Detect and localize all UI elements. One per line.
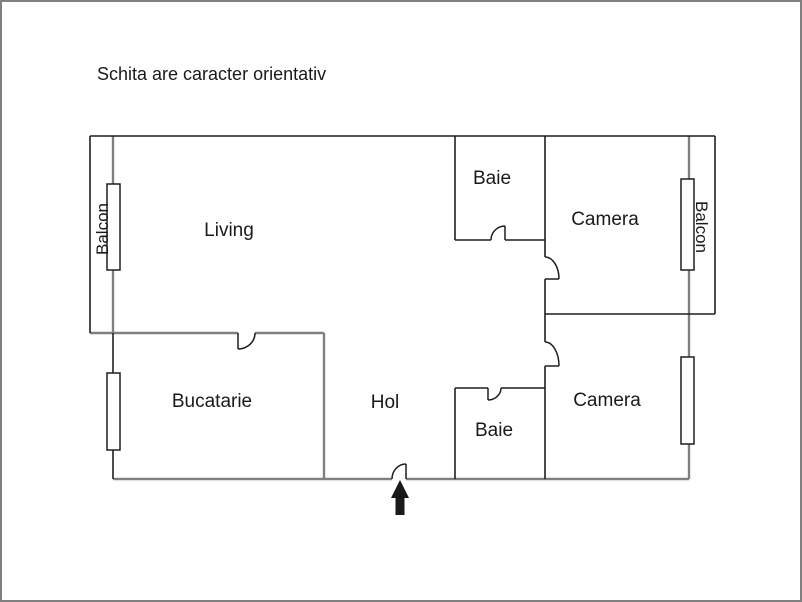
plan-disclaimer-title: Schita are caracter orientativ <box>97 64 326 84</box>
walls-gray <box>90 136 691 481</box>
room-label-camera-top: Camera <box>571 209 639 230</box>
door-camera-bottom <box>544 341 560 367</box>
door-baie-bottom <box>487 387 502 401</box>
door-bucatarie <box>237 332 256 350</box>
room-label-baie-bottom: Baie <box>475 420 513 441</box>
room-labels: Living Bucatarie Hol Baie Baie Camera Ca… <box>93 168 711 441</box>
window-bucatarie <box>106 372 121 451</box>
room-label-camera-bottom: Camera <box>573 390 641 411</box>
room-label-baie-top: Baie <box>473 168 511 189</box>
room-label-bucatarie: Bucatarie <box>172 391 252 412</box>
windows <box>106 178 695 451</box>
window-balcon-right <box>680 178 695 271</box>
entrance-arrow-icon <box>391 480 409 515</box>
room-label-balcon-right: Balcon <box>692 201 711 253</box>
window-balcon-left <box>106 183 121 271</box>
door-entrance <box>391 463 407 480</box>
door-baie-top <box>490 225 506 241</box>
room-label-living: Living <box>204 220 254 241</box>
window-camera-bottom <box>680 356 695 445</box>
room-label-balcon-left: Balcon <box>93 203 112 255</box>
doors <box>237 225 560 480</box>
door-camera-top <box>544 256 560 280</box>
walls-dark <box>89 135 716 479</box>
room-label-hol: Hol <box>371 392 400 413</box>
